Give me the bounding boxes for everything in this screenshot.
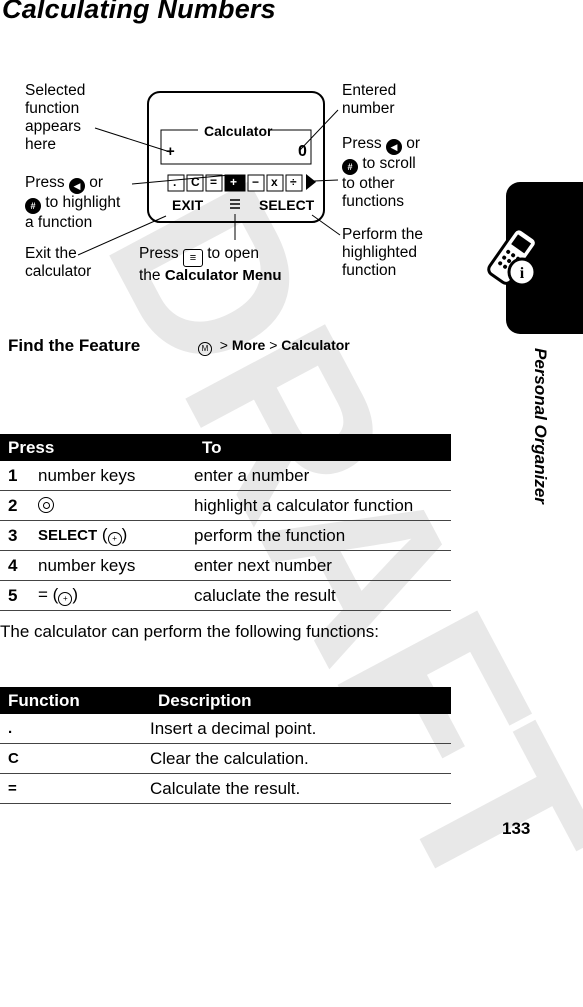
callout-highlight: Press ◀ or # to highlight a function	[25, 174, 121, 231]
phone-info-icon: i	[487, 227, 538, 287]
callout-menu: Press ≡ to open the Calculator Menu	[139, 245, 282, 284]
functions-header-description: Description	[150, 687, 451, 714]
table-row: . Insert a decimal point.	[0, 714, 451, 744]
page-number: 133	[502, 819, 531, 838]
intro-text: The calculator can perform the following…	[0, 622, 379, 641]
pound-key-icon: #	[25, 198, 41, 214]
key-minus: −	[252, 175, 260, 189]
find-feature-label: Find the Feature	[8, 336, 141, 355]
key-decimal: .	[173, 175, 177, 189]
left-nav-key-icon: ◀	[68, 178, 85, 194]
table-row: 5 = (+) caluclate the result	[0, 580, 451, 611]
callout-entered-number: Entered number	[342, 82, 397, 117]
section-tab-label: Personal Organizer	[531, 348, 550, 504]
table-row: 4 number keys enter next number	[0, 550, 451, 581]
key-plus: +	[230, 175, 238, 189]
calculator-diagram	[77, 91, 341, 256]
phone-screen-frame	[147, 91, 325, 223]
callout-selected-function: Selected function appears here	[25, 82, 86, 153]
functions-table: Function Description . Insert a decimal …	[0, 687, 451, 804]
key-divide: ÷	[290, 175, 297, 189]
select-soft-key: SELECT	[259, 197, 315, 213]
steps-header-press: Press	[0, 434, 194, 461]
key-clear: C	[191, 175, 200, 189]
table-row: 1 number keys enter a number	[0, 461, 451, 491]
callout-perform: Perform the highlighted function	[342, 226, 423, 279]
screen-title: Calculator	[204, 123, 273, 139]
function-keys-row	[167, 174, 316, 192]
screen-menu-icon	[230, 199, 240, 209]
entered-value: 0	[298, 143, 307, 160]
svg-text:i: i	[520, 265, 525, 282]
callout-scroll: Press ◀ or # to scroll to other function…	[342, 135, 421, 210]
menu-key-icon: M	[198, 342, 212, 356]
nav-center-key-icon	[38, 496, 54, 513]
exit-soft-key: EXIT	[172, 197, 204, 213]
table-row: = Calculate the result.	[0, 773, 451, 804]
display-sign: +	[166, 143, 175, 160]
menu-key-icon: ≡	[182, 249, 203, 267]
pound-key-icon: #	[342, 159, 358, 175]
page-title: Calculating Numbers	[2, 0, 276, 24]
steps-header-to: To	[194, 434, 451, 461]
table-row: C Clear the calculation.	[0, 743, 451, 774]
left-nav-key-icon: ◀	[385, 139, 402, 155]
table-row: 3 SELECT (+) perform the function	[0, 520, 451, 551]
table-row: 2 highlight a calculator function	[0, 490, 451, 521]
functions-header-function: Function	[0, 687, 150, 714]
find-feature-path: M > More > Calculator	[198, 337, 350, 356]
key-equals: =	[210, 175, 218, 189]
callout-exit: Exit the calculator	[25, 245, 92, 280]
key-multiply: x	[271, 175, 278, 189]
section-tab: i	[487, 182, 583, 334]
steps-table: Press To 1 number keys enter a number 2 …	[0, 434, 451, 611]
right-soft-key-icon: +	[107, 532, 122, 546]
right-soft-key-icon: +	[58, 592, 73, 606]
